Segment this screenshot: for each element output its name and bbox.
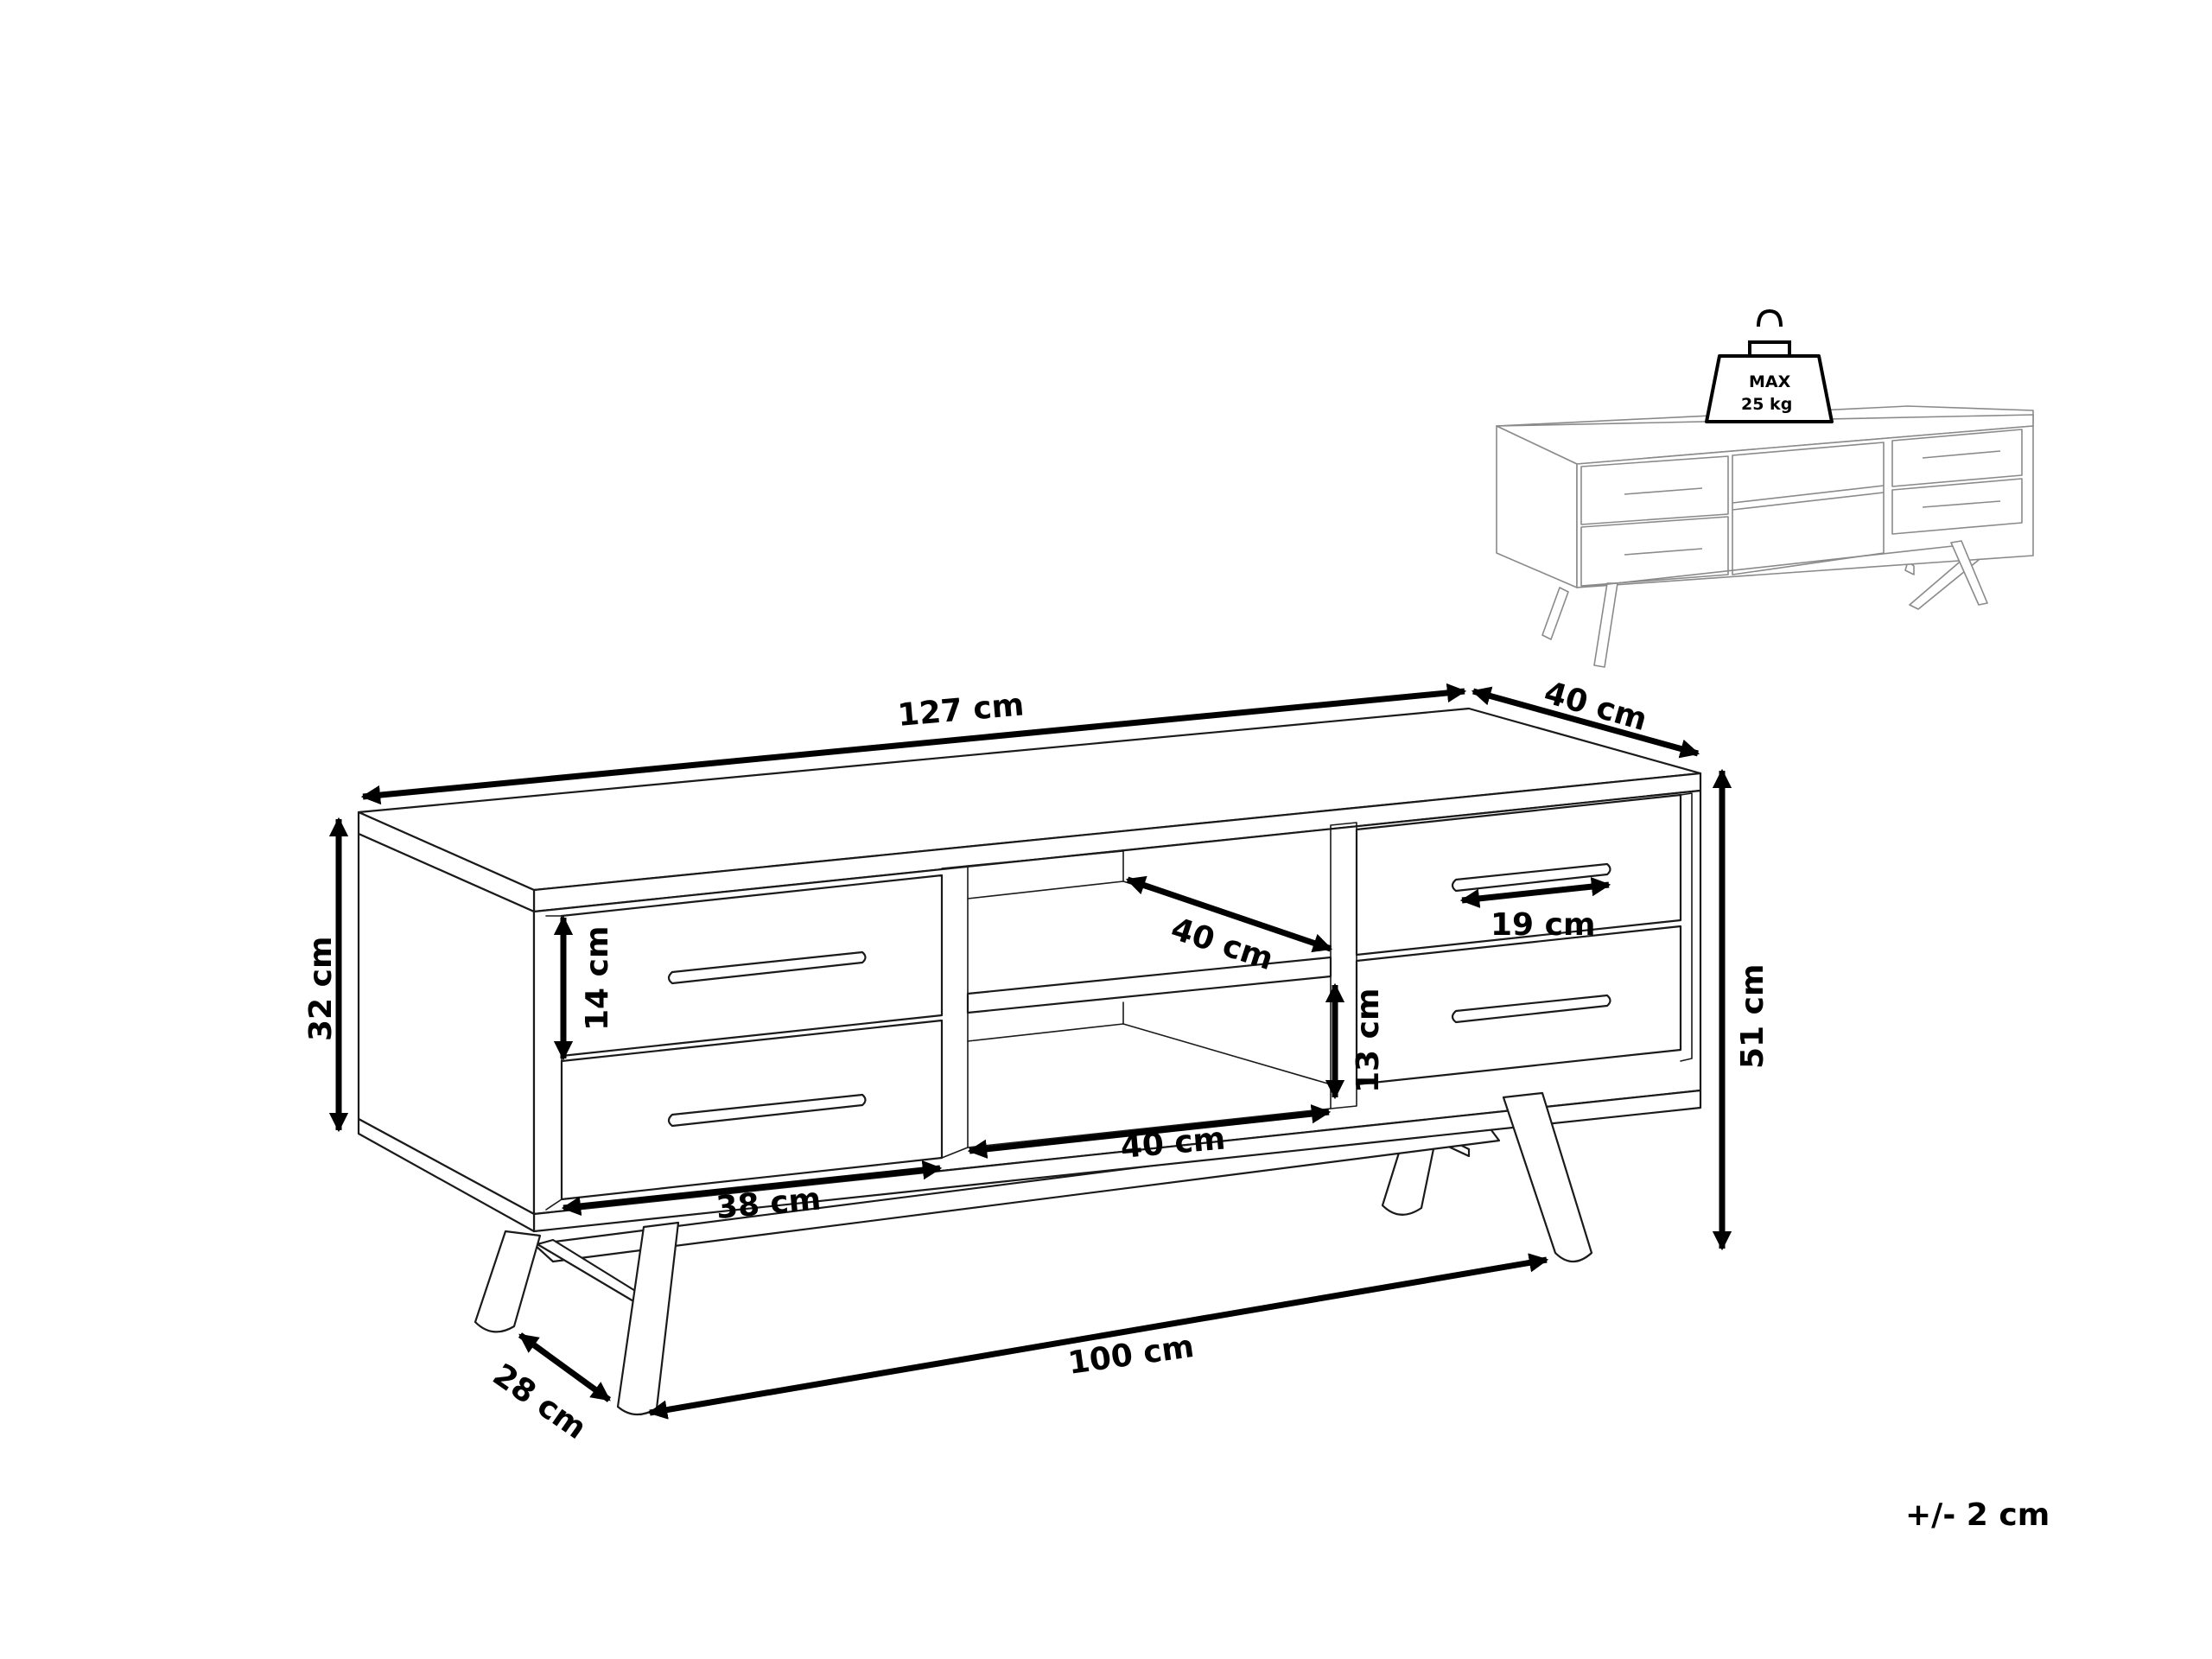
dim-shelf-width-line bbox=[967, 1104, 1332, 1159]
dimension-lines bbox=[328, 683, 1732, 1420]
dim-drawer-width-line bbox=[561, 1160, 943, 1217]
label-drawer-height: 14 cm bbox=[580, 926, 615, 1031]
label-depth: 40 cm bbox=[1541, 675, 1651, 738]
weight-max-label: MAX bbox=[1749, 372, 1791, 391]
dim-handle-line bbox=[1459, 876, 1611, 909]
reference-thumbnail: MAX 25 kg bbox=[1496, 308, 2034, 668]
dim-total-width-line bbox=[360, 683, 1467, 805]
label-leg-depth: 28 cm bbox=[486, 1357, 593, 1446]
dim-leg-span-line bbox=[647, 1253, 1549, 1420]
weight-value-label: 25 kg bbox=[1741, 395, 1792, 414]
dim-depth-line bbox=[1471, 686, 1700, 759]
label-handle: 19 cm bbox=[1491, 907, 1595, 943]
weight-icon: MAX 25 kg bbox=[1705, 308, 1834, 423]
dim-leg-depth-line bbox=[518, 1332, 612, 1402]
label-total-width: 127 cm bbox=[896, 687, 1026, 734]
label-body-height: 32 cm bbox=[303, 937, 339, 1041]
tolerance-note: +/- 2 cm bbox=[1905, 1497, 2050, 1533]
tv-stand-drawing bbox=[357, 707, 1702, 1416]
left-drawers bbox=[545, 874, 944, 1211]
dim-shelf-depth-line bbox=[1125, 875, 1333, 953]
label-shelf-height: 13 cm bbox=[1351, 988, 1386, 1093]
label-total-height: 51 cm bbox=[1735, 964, 1770, 1069]
